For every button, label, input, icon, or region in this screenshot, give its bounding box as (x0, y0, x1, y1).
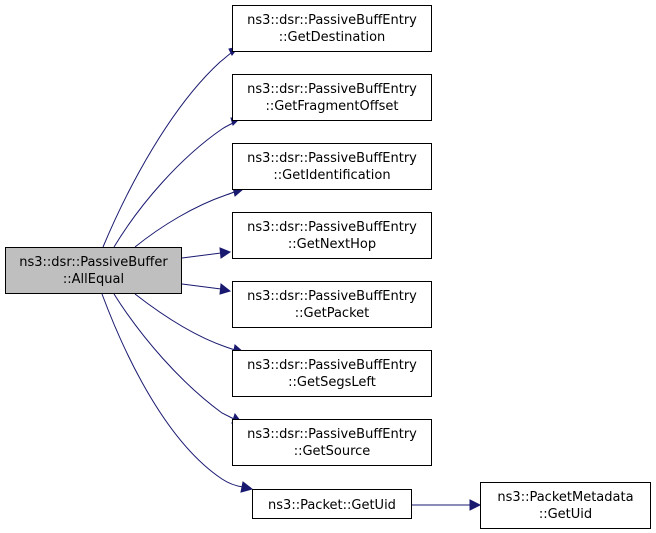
edge-packet-getuid-to-packetmetadata-getuid (412, 499, 482, 511)
node-getsource[interactable]: ns3::dsr::PassiveBuffEntry ::GetSource (232, 419, 432, 466)
edge-root-to-getdestination (102, 46, 240, 248)
node-label-line2: ::GetIdentification (273, 168, 390, 183)
edge-root-to-getpacket (181, 283, 232, 295)
node-getsegsleft[interactable]: ns3::dsr::PassiveBuffEntry ::GetSegsLeft (232, 350, 432, 397)
node-packetmetadata-getuid[interactable]: ns3::PacketMetadata ::GetUid (480, 482, 651, 529)
node-getdestination[interactable]: ns3::dsr::PassiveBuffEntry ::GetDestinat… (232, 5, 432, 52)
node-label-line2: ::GetDestination (279, 30, 386, 45)
edge-root-to-getnexthop (181, 247, 232, 259)
node-label-line1: ns3::dsr::PassiveBuffer (19, 255, 168, 270)
node-label-line2: ::GetSegsLeft (288, 375, 376, 390)
node-label-line2: ::GetUid (539, 507, 592, 522)
node-passivebuffer-allequal[interactable]: ns3::dsr::PassiveBuffer ::AllEqual (5, 247, 182, 294)
edge-root-to-getsegsleft (134, 293, 245, 356)
node-label-line1: ns3::dsr::PassiveBuffEntry (247, 220, 417, 235)
node-label-line1: ns3::dsr::PassiveBuffEntry (247, 13, 417, 28)
node-label-line1: ns3::dsr::PassiveBuffEntry (247, 82, 417, 97)
node-getpacket[interactable]: ns3::dsr::PassiveBuffEntry ::GetPacket (232, 281, 432, 328)
node-label-line2: ::AllEqual (63, 272, 124, 287)
node-label-line1: ns3::dsr::PassiveBuffEntry (247, 358, 417, 373)
node-label-line1: ns3::PacketMetadata (497, 490, 633, 505)
node-label-line2: ::GetPacket (295, 306, 369, 321)
node-getfragmentoffset[interactable]: ns3::dsr::PassiveBuffEntry ::GetFragment… (232, 74, 432, 121)
node-label-line1: ns3::dsr::PassiveBuffEntry (247, 427, 417, 442)
node-packet-getuid[interactable]: ns3::Packet::GetUid (252, 489, 412, 519)
node-label-line1: ns3::dsr::PassiveBuffEntry (247, 289, 417, 304)
node-label-line1: ns3::Packet::GetUid (268, 498, 396, 513)
node-getidentification[interactable]: ns3::dsr::PassiveBuffEntry ::GetIdentifi… (232, 143, 432, 190)
node-label-line1: ns3::dsr::PassiveBuffEntry (247, 151, 417, 166)
node-label-line2: ::GetSource (294, 444, 371, 459)
node-label-line2: ::GetFragmentOffset (265, 99, 398, 114)
edge-root-to-getsource (113, 293, 242, 424)
edge-root-to-packet-getuid (101, 293, 254, 493)
node-label-line2: ::GetNextHop (288, 237, 376, 252)
node-getnexthop[interactable]: ns3::dsr::PassiveBuffEntry ::GetNextHop (232, 212, 432, 259)
